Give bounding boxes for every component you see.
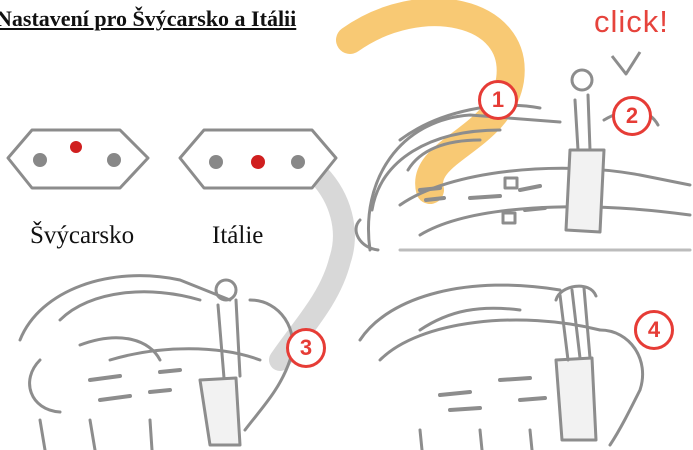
caption-switzerland: Švýcarsko bbox=[30, 222, 135, 249]
italy-socket bbox=[178, 128, 338, 190]
swiss-pin-right bbox=[107, 153, 121, 167]
watermark-orange-arc bbox=[336, 0, 525, 204]
swiss-pin-earth bbox=[70, 141, 82, 153]
step-3-badge: 3 bbox=[286, 328, 326, 368]
step-1-badge: 1 bbox=[478, 80, 518, 120]
page-heading: Nastavení pro Švýcarsko a Itálii bbox=[0, 6, 297, 31]
swiss-pin-left bbox=[33, 153, 47, 167]
italy-pin-middle bbox=[251, 155, 265, 169]
step-2-badge: 2 bbox=[612, 96, 652, 136]
click-bubble-tail bbox=[610, 51, 642, 76]
swiss-socket bbox=[6, 128, 150, 190]
click-label: click! bbox=[594, 4, 669, 39]
step-4-illustration bbox=[358, 283, 645, 450]
italy-pin-left bbox=[209, 155, 223, 169]
italy-pin-right bbox=[291, 155, 305, 169]
step-4-badge: 4 bbox=[634, 310, 674, 350]
step-3-illustration bbox=[18, 274, 295, 450]
step-1-2-illustration bbox=[354, 68, 692, 252]
caption-italy: Itálie bbox=[212, 222, 264, 249]
